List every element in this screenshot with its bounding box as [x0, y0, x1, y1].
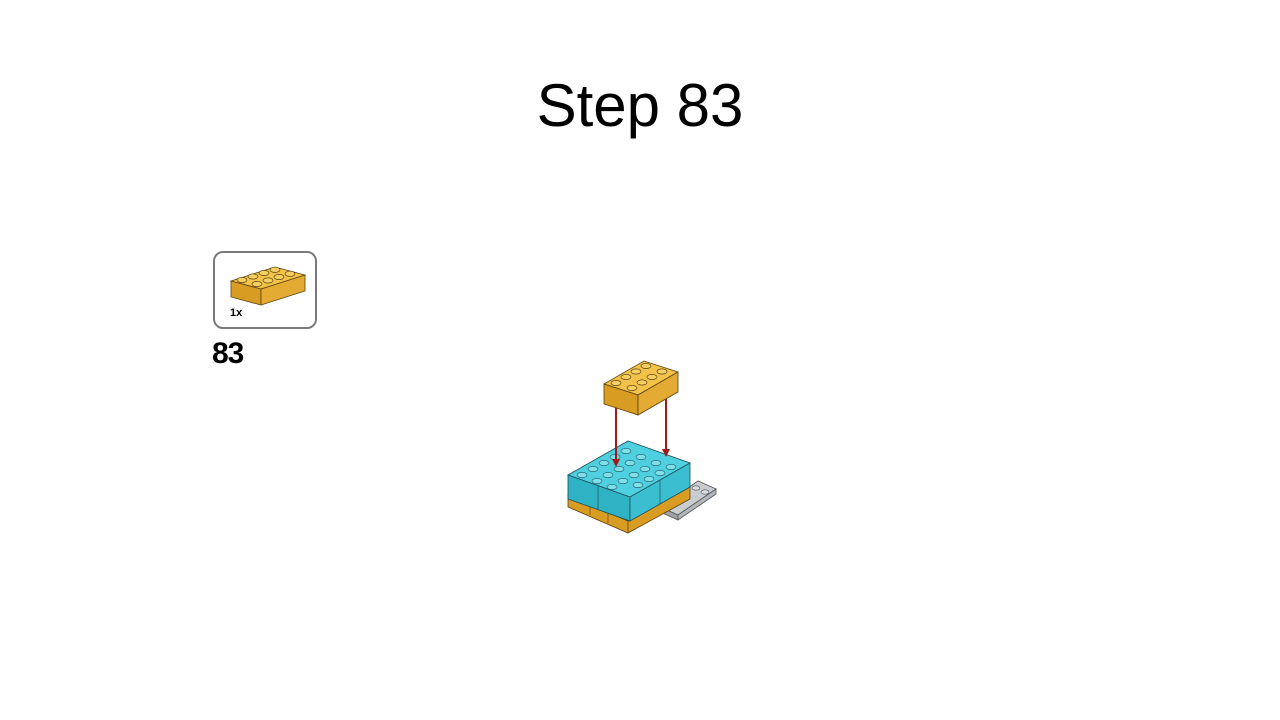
step-number: 83: [212, 337, 244, 370]
new-yellow-brick: [603, 360, 679, 416]
yellow-2x4-brick-icon: [229, 266, 307, 306]
cyan-plates: [567, 440, 691, 522]
part-quantity: 1x: [230, 307, 243, 319]
page-title: Step 83: [536, 72, 744, 139]
assembly-illustration: [567, 360, 717, 534]
placement-arrows: [612, 395, 670, 467]
parts-list-callout: 1x: [213, 251, 317, 329]
